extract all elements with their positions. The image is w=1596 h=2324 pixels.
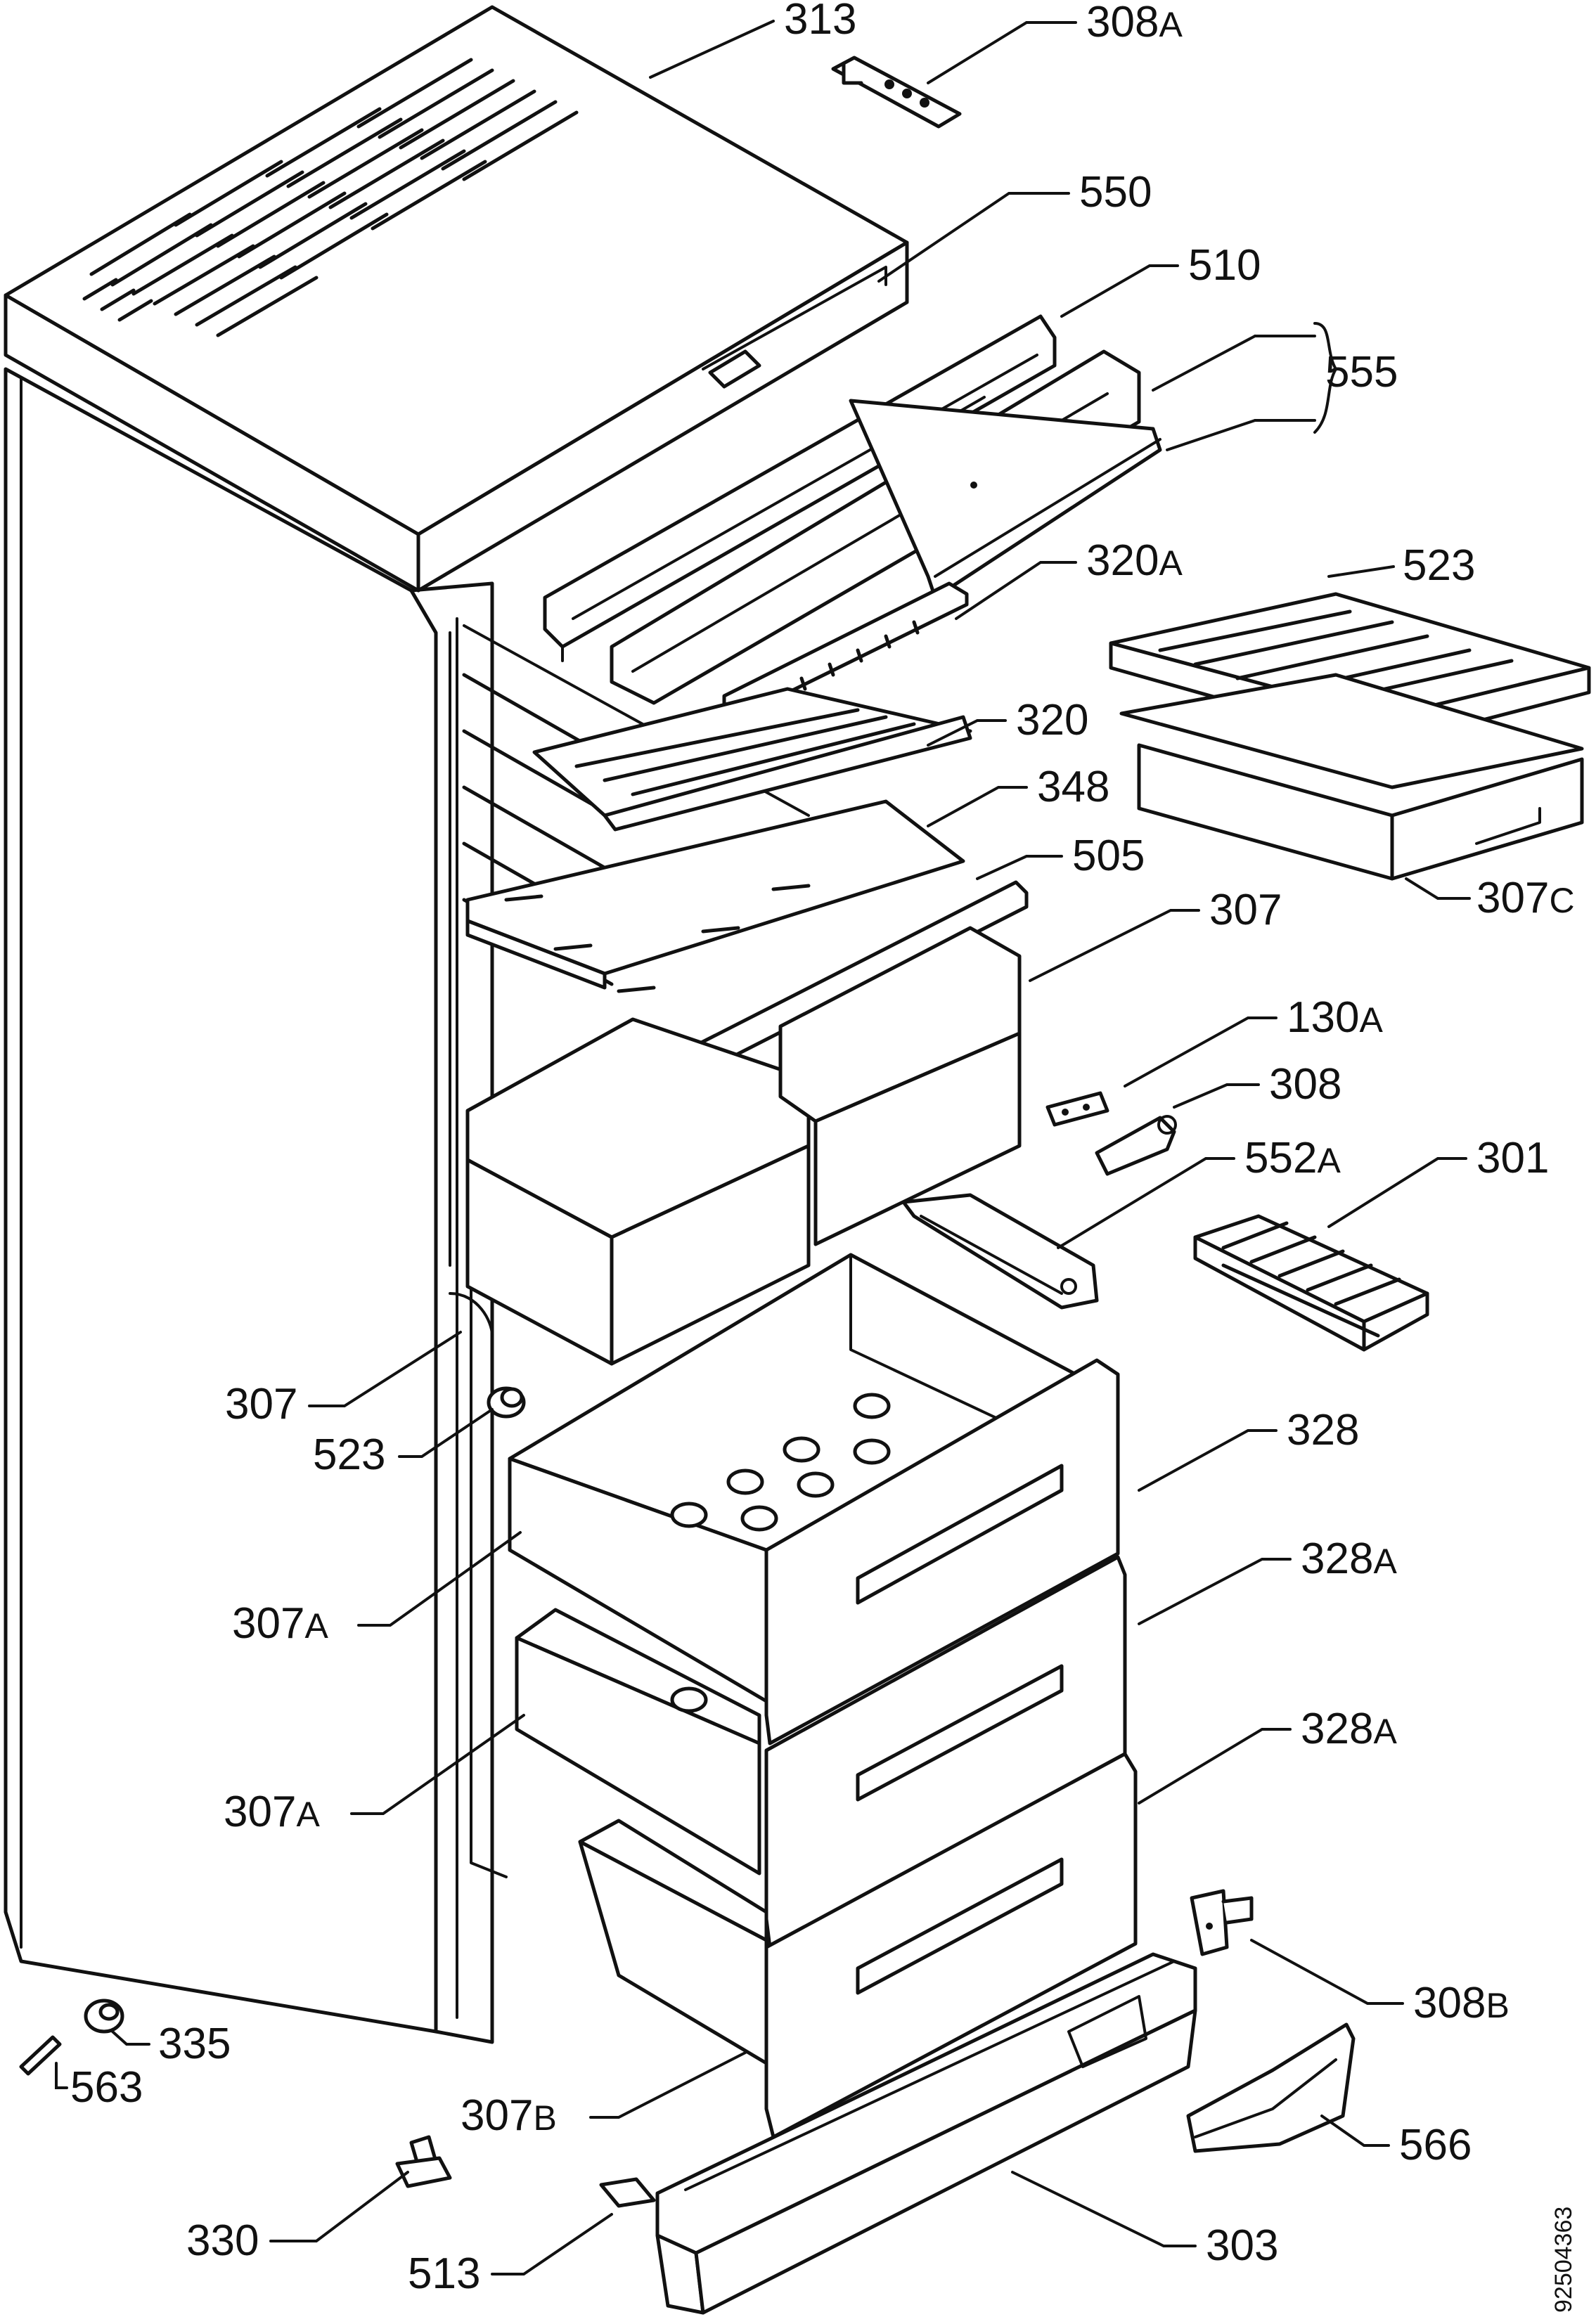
hinge-308 <box>1095 1115 1177 1176</box>
leader-line-555 <box>1152 335 1256 392</box>
leader-line-307a1 <box>357 1531 522 1627</box>
part-label-307c: 307C <box>1476 874 1575 922</box>
part-labels: 313 308A 550 510 555 320A 523 320 348 505 307C 307 1… <box>70 0 1575 2298</box>
leader-line-552a <box>1057 1157 1235 1249</box>
drawer-front-328a-bottom <box>764 1752 1138 2139</box>
part-label-303: 303 <box>1206 2221 1278 2270</box>
leader-line-563 <box>55 2062 68 2089</box>
part-label-566: 566 <box>1399 2121 1472 2169</box>
part-label-335: 335 <box>158 2020 231 2068</box>
wire-shelf-320 <box>532 687 972 832</box>
part-label-552a: 552A <box>1244 1134 1341 1182</box>
top-cover-313 <box>4 5 909 593</box>
leader-line-348 <box>927 786 1028 827</box>
part-label-510: 510 <box>1188 241 1261 290</box>
leader-line-566 <box>1320 2115 1390 2147</box>
leader-line-307b <box>589 2051 747 2119</box>
leader-line-320 <box>927 719 1007 747</box>
part-label-130a: 130A <box>1287 993 1383 1042</box>
part-label-550: 550 <box>1079 168 1152 217</box>
part-label-348: 348 <box>1037 763 1109 811</box>
leader-line-303 <box>1011 2171 1197 2247</box>
leader-line-307c <box>1405 877 1471 900</box>
part-label-320a: 320A <box>1086 536 1183 585</box>
part-label-308a: 308A <box>1086 0 1183 46</box>
part-label-513: 513 <box>408 2249 480 2298</box>
leader-lines <box>55 20 1471 2275</box>
leader-line-550 <box>877 192 1070 283</box>
leader-line-308 <box>1173 1083 1260 1109</box>
leader-line-555b <box>1166 419 1256 451</box>
part-label-307a2: 307A <box>224 1788 320 1836</box>
hinge-308b <box>1190 1889 1254 1956</box>
part-label-308: 308 <box>1269 1060 1341 1109</box>
leader-line-307l <box>308 1331 462 1407</box>
bracket-555 <box>1254 322 1338 434</box>
part-label-307l: 307 <box>225 1380 297 1428</box>
door-shelf-303 <box>655 1952 1197 2315</box>
part-label-563: 563 <box>70 2063 143 2112</box>
leader-line-328a1 <box>1138 1558 1292 1625</box>
knob-523 <box>487 1386 526 1419</box>
pin-563 <box>19 2035 62 2076</box>
leader-line-130a <box>1124 1016 1278 1087</box>
upper-drawer-307-left <box>465 1017 811 1366</box>
leader-line-328 <box>1138 1429 1278 1492</box>
leader-line-328a2 <box>1138 1728 1292 1805</box>
leader-line-320a <box>955 561 1077 620</box>
leader-line-523t <box>1327 565 1395 578</box>
part-label-307a1: 307A <box>232 1599 328 1648</box>
part-label-308b: 308B <box>1413 1979 1510 2027</box>
top-cover-vent-slots <box>82 58 579 337</box>
freezer-trim-strip-555 <box>849 399 1162 600</box>
leader-line-510 <box>1060 264 1179 318</box>
ice-box-307c <box>1119 673 1584 881</box>
part-label-301: 301 <box>1476 1134 1549 1182</box>
leader-line-307t <box>1029 909 1200 982</box>
freezer-door-frame-550 <box>543 314 1057 662</box>
part-label-307t: 307 <box>1209 886 1282 934</box>
leader-line-307a2 <box>350 1714 525 1815</box>
part-label-313: 313 <box>784 0 856 44</box>
leader-line-523l <box>398 1408 494 1458</box>
leader-line-330 <box>269 2171 409 2242</box>
drawer-front-328 <box>764 1358 1120 1745</box>
basket-holes <box>670 1393 891 1532</box>
part-label-328: 328 <box>1287 1406 1359 1454</box>
upper-drawer-307-right <box>778 926 1022 1246</box>
part-label-330: 330 <box>186 2216 259 2265</box>
leader-line-308a <box>927 21 1077 84</box>
leader-line-505 <box>976 855 1063 880</box>
leader-line-301 <box>1327 1157 1467 1228</box>
part-label-555: 555 <box>1325 348 1398 396</box>
glass-shelf-348 <box>465 799 965 993</box>
part-label-328a1: 328A <box>1301 1535 1397 1583</box>
freezer-drawer-307a-middle <box>515 1608 761 1876</box>
ice-cube-tray-301 <box>1193 1214 1429 1352</box>
hinge-pin-130a <box>1045 1091 1109 1127</box>
clip-513 <box>599 2177 656 2208</box>
drawing-code: 92504363 <box>1550 2207 1577 2313</box>
adjustable-foot-330 <box>395 2135 452 2188</box>
freezer-drawer-307a-top <box>508 1253 1078 1703</box>
leader-line-335 <box>111 2030 150 2046</box>
leader-line-313 <box>649 20 775 79</box>
part-label-505: 505 <box>1072 832 1145 880</box>
top-hinge-308a <box>831 56 962 129</box>
leader-line-308b <box>1250 1939 1404 2005</box>
part-label-328a2: 328A <box>1301 1705 1397 1753</box>
foot-335 <box>84 1999 124 2034</box>
part-label-307b: 307B <box>461 2091 557 2140</box>
leader-line-513 <box>491 2213 613 2275</box>
cabinet-body <box>4 367 508 2044</box>
part-label-523l: 523 <box>313 1431 385 1479</box>
part-label-523t: 523 <box>1403 541 1475 590</box>
drawer-rail-552a <box>901 1193 1099 1310</box>
door-handle-566 <box>1186 2022 1356 2153</box>
part-label-320: 320 <box>1016 696 1088 744</box>
